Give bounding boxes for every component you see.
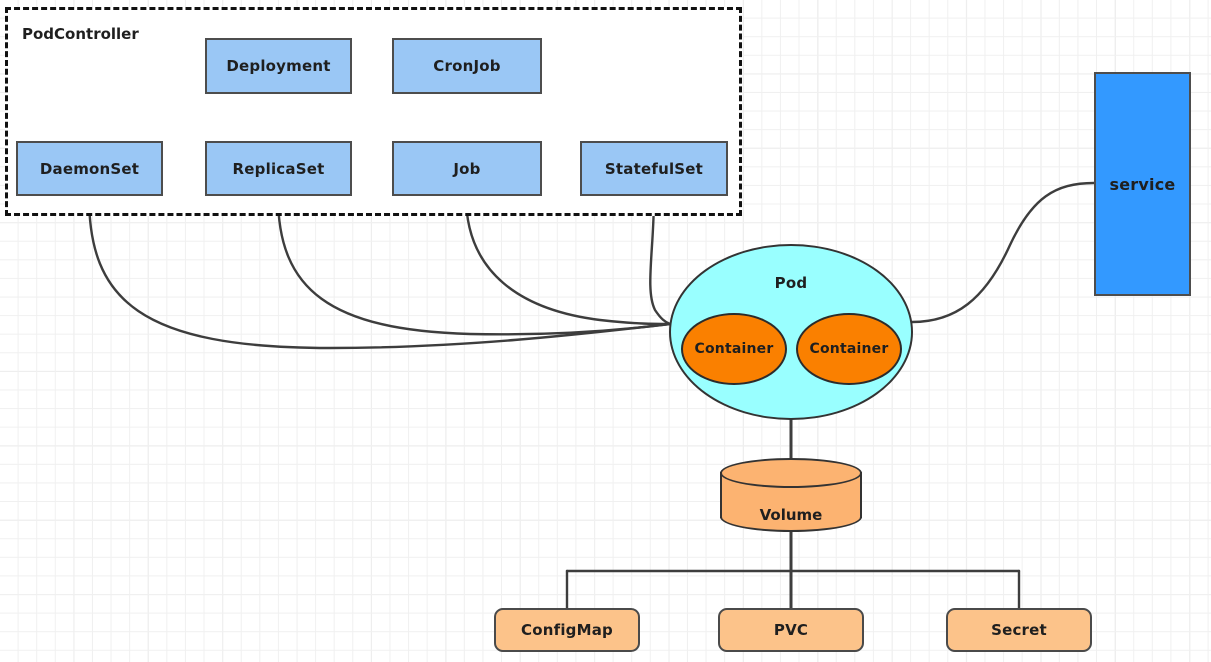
pod-controller-label: PodController [22, 25, 139, 43]
node-deployment[interactable]: Deployment [205, 38, 352, 94]
node-statefulset[interactable]: StatefulSet [580, 141, 728, 196]
node-container-2-label: Container [809, 341, 889, 357]
edge-daemonset-pod [87, 194, 672, 350]
node-container-2[interactable]: Container [796, 313, 902, 385]
node-cronjob[interactable]: CronJob [392, 38, 542, 94]
node-secret-label: Secret [991, 621, 1047, 639]
edge-pod-service [910, 181, 1096, 324]
node-service[interactable]: service [1094, 72, 1191, 296]
node-pvc[interactable]: PVC [718, 608, 864, 652]
node-container-1-label: Container [694, 341, 774, 357]
node-service-label: service [1109, 174, 1176, 194]
volume-cylinder-top [720, 458, 862, 488]
node-daemonset[interactable]: DaemonSet [16, 141, 163, 196]
node-statefulset-label: StatefulSet [604, 159, 704, 178]
node-daemonset-label: DaemonSet [39, 159, 140, 178]
node-replicaset[interactable]: ReplicaSet [205, 141, 352, 196]
node-cronjob-label: CronJob [433, 57, 501, 75]
node-replicaset-label: ReplicaSet [232, 159, 325, 178]
node-deployment-label: Deployment [226, 57, 331, 75]
node-configmap[interactable]: ConfigMap [494, 608, 640, 652]
node-pvc-label: PVC [773, 621, 809, 639]
node-secret[interactable]: Secret [946, 608, 1092, 652]
node-pod-label: Pod [774, 274, 808, 292]
node-volume[interactable]: Volume [720, 458, 862, 532]
node-container-1[interactable]: Container [681, 313, 787, 385]
node-job[interactable]: Job [392, 141, 542, 196]
node-volume-label: Volume [759, 506, 823, 524]
edge-replicaset-pod [276, 194, 672, 336]
node-job-label: Job [453, 159, 481, 178]
node-configmap-label: ConfigMap [521, 621, 613, 639]
